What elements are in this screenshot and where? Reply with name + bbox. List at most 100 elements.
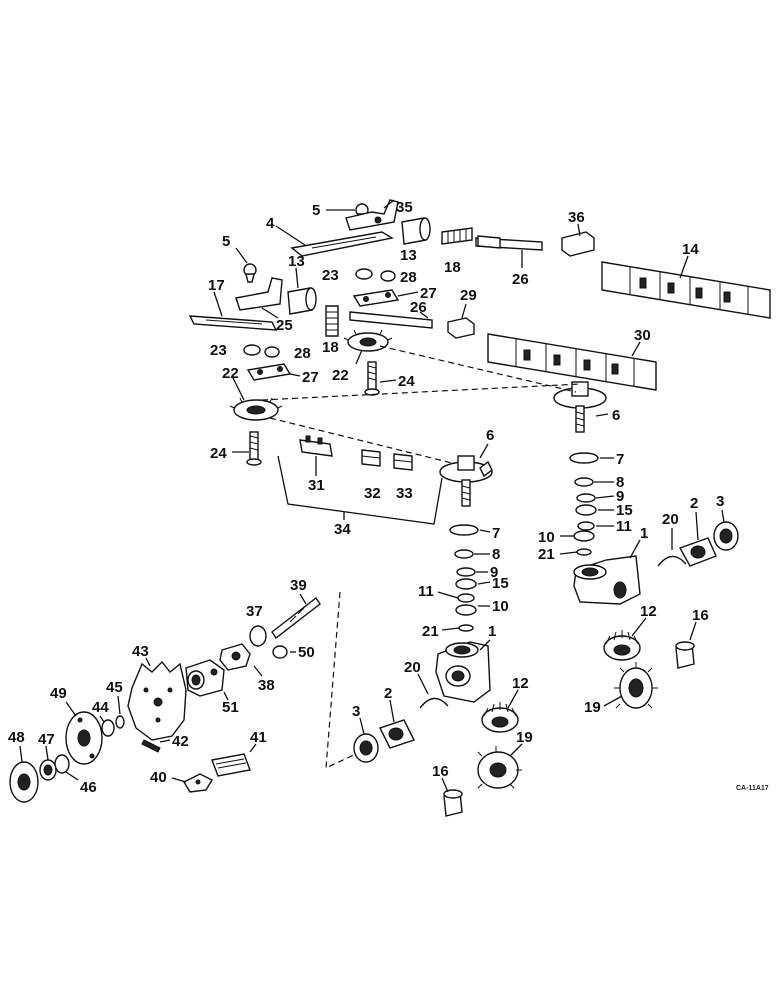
leader-45 bbox=[117, 695, 121, 715]
part-23-washer-a bbox=[355, 268, 373, 280]
part-26-second-shaft bbox=[349, 311, 433, 329]
part-17-plate bbox=[188, 315, 278, 331]
part-21-left bbox=[458, 624, 474, 632]
part-24-bolt-b bbox=[246, 431, 262, 466]
assembly-dash-line bbox=[325, 591, 361, 769]
leader-44 bbox=[99, 715, 105, 723]
part-29-clip bbox=[447, 317, 475, 339]
leader-13b bbox=[295, 267, 299, 289]
part-8-right bbox=[574, 477, 594, 487]
part-38-coupler bbox=[219, 643, 251, 671]
callout-23: 23 bbox=[322, 267, 339, 284]
part-1-left-housing bbox=[435, 641, 491, 703]
leader-27a bbox=[397, 291, 419, 297]
callout-22: 22 bbox=[332, 367, 349, 384]
leader-3b bbox=[359, 717, 365, 735]
leader-19b bbox=[509, 743, 523, 757]
callout-1: 1 bbox=[640, 525, 648, 542]
leader-3a bbox=[721, 509, 725, 523]
callout-4: 4 bbox=[266, 215, 275, 232]
leader-51 bbox=[223, 691, 229, 701]
callout-7: 7 bbox=[616, 451, 624, 468]
leader-22a bbox=[231, 375, 245, 401]
leader-7b bbox=[479, 529, 491, 533]
part-12-left-gear bbox=[481, 702, 519, 733]
callout-25: 25 bbox=[276, 317, 293, 334]
part-18-top-spring bbox=[441, 227, 473, 245]
leader-6a bbox=[595, 413, 609, 417]
callout-47: 47 bbox=[38, 731, 55, 748]
leader-43 bbox=[145, 657, 151, 667]
leader-41 bbox=[249, 743, 257, 753]
callout-20: 20 bbox=[662, 511, 679, 528]
callout-28: 28 bbox=[400, 269, 417, 286]
leader-36 bbox=[577, 223, 581, 237]
callout-10: 10 bbox=[538, 529, 555, 546]
callout-11: 11 bbox=[616, 518, 632, 535]
callout-labels: 5 35 4 13 18 26 36 14 5 13 23 28 17 27 2… bbox=[8, 199, 724, 796]
callout-26: 26 bbox=[410, 299, 427, 316]
part-12-right-gear bbox=[603, 630, 641, 661]
leader-9a bbox=[595, 495, 615, 499]
leader-11b bbox=[437, 591, 459, 599]
part-7-left bbox=[449, 524, 479, 536]
leader-40 bbox=[171, 777, 187, 783]
part-27-link-a bbox=[352, 289, 400, 307]
callout-27: 27 bbox=[302, 369, 319, 386]
callout-50: 50 bbox=[298, 644, 315, 661]
callout-6: 6 bbox=[612, 407, 620, 424]
leader-1a bbox=[629, 539, 641, 559]
part-23-washer-b bbox=[243, 344, 261, 356]
part-6-left bbox=[439, 455, 493, 507]
leader-35 bbox=[383, 199, 395, 209]
callout-3: 3 bbox=[716, 493, 724, 510]
leader-16b bbox=[441, 777, 449, 793]
leader-27b bbox=[289, 373, 301, 377]
part-32-link bbox=[361, 449, 381, 467]
callout-39: 39 bbox=[290, 577, 307, 594]
part-28-washer-b bbox=[264, 346, 280, 358]
part-39-shaft bbox=[271, 596, 321, 640]
callout-48: 48 bbox=[8, 729, 25, 746]
callout-40: 40 bbox=[150, 769, 167, 786]
part-16-left-bushing bbox=[443, 789, 463, 817]
part-19-right-gear bbox=[614, 662, 658, 709]
callout-12: 12 bbox=[640, 603, 657, 620]
callout-14: 14 bbox=[682, 241, 699, 258]
callout-23: 23 bbox=[210, 342, 227, 359]
leader-5b bbox=[235, 247, 248, 264]
callout-15: 15 bbox=[492, 575, 509, 592]
part-47-bearing bbox=[39, 759, 57, 781]
leader-22b bbox=[355, 349, 363, 365]
figure-code: CA-11A17 bbox=[736, 785, 769, 792]
part-11-right bbox=[577, 521, 595, 531]
part-1-right-housing bbox=[573, 555, 641, 605]
callout-31: 31 bbox=[308, 477, 325, 494]
part-30-knife-section bbox=[487, 333, 657, 391]
leader-16a bbox=[689, 621, 697, 641]
callout-15: 15 bbox=[616, 502, 633, 519]
leader-12b bbox=[631, 617, 647, 637]
part-37-washer bbox=[249, 625, 267, 647]
callout-29: 29 bbox=[460, 287, 477, 304]
part-35-bracket bbox=[345, 199, 399, 231]
callout-5: 5 bbox=[312, 202, 320, 219]
leader-39 bbox=[299, 593, 307, 605]
callout-24: 24 bbox=[398, 373, 415, 390]
callout-37: 37 bbox=[246, 603, 263, 620]
callout-8: 8 bbox=[492, 546, 500, 563]
callout-33: 33 bbox=[396, 485, 413, 502]
part-2-left-flange bbox=[379, 719, 415, 749]
part-41-plate bbox=[211, 753, 251, 777]
leader-49 bbox=[65, 701, 77, 717]
leader-21a bbox=[559, 551, 578, 555]
part-36-clip bbox=[561, 231, 595, 257]
part-9-right bbox=[576, 493, 596, 503]
part-42-screw bbox=[141, 739, 161, 753]
callout-2: 2 bbox=[384, 685, 392, 702]
part-10-right bbox=[573, 530, 595, 542]
leader-47 bbox=[45, 745, 49, 761]
leader-42 bbox=[159, 739, 171, 743]
leader-30 bbox=[631, 341, 641, 357]
